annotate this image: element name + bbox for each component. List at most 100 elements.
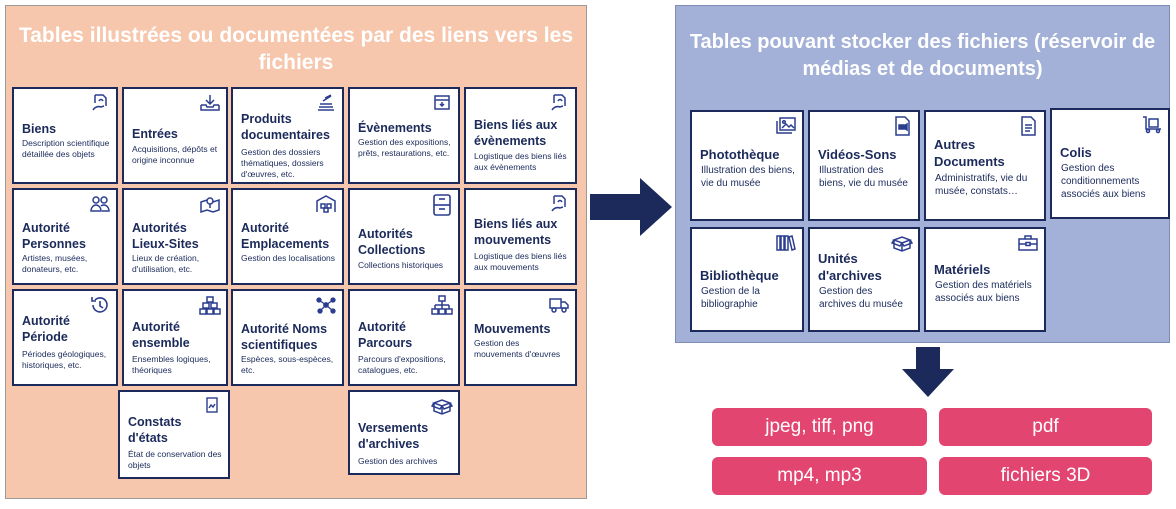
card-description: Gestion des mouvements d'œuvres — [474, 338, 561, 359]
card-colis: Colis Gestion des conditionnements assoc… — [1050, 108, 1170, 219]
card-title: Autorité Noms scientifiques — [241, 322, 328, 352]
right-arrow — [590, 178, 672, 236]
card-title: Bibliothèque — [700, 268, 779, 283]
card-description: Lieux de création, d'utilisation, etc. — [132, 253, 200, 274]
card-description: Illustration des biens, vie du musée — [819, 165, 908, 189]
card-description: Description scientifique détaillée des o… — [22, 138, 110, 159]
card-title: Autorité ensemble — [132, 320, 190, 350]
card-description: Gestion des conditionnements associés au… — [1061, 163, 1146, 200]
card-title: Unités d'archives — [818, 251, 882, 283]
card-description: Logistique des biens liés aux mouvements — [474, 251, 567, 272]
right-panel-title: Tables pouvant stocker des fichiers (rés… — [689, 31, 1156, 80]
card-autres-documents: Autres Documents Administratifs, vie du … — [924, 110, 1046, 221]
card-title: Vidéos-Sons — [818, 147, 897, 162]
stack-books-icon — [315, 93, 337, 113]
card-title: Photothèque — [700, 147, 780, 162]
photo-gallery-icon — [775, 116, 797, 136]
card-description: Gestion des localisations — [241, 253, 336, 263]
report-icon — [201, 396, 223, 416]
card-description: Artistes, musées, donateurs, etc. — [22, 253, 88, 274]
card-biens: Biens Description scientifique détaillée… — [12, 87, 118, 184]
card-description: Gestion des archives — [358, 456, 438, 466]
card-title: Colis — [1060, 145, 1092, 160]
card-constats-etats: Constats d'états État de conservation de… — [118, 390, 230, 479]
card-bibliotheque: Bibliothèque Gestion de la bibliographie — [690, 227, 804, 332]
delivery-truck-icon — [548, 295, 570, 315]
card-autorite-periode: Autorité Période Périodes géologiques, h… — [12, 289, 118, 386]
card-unites-archives: Unités d'archives Gestion des archives d… — [808, 227, 920, 332]
card-title: Versements d'archives — [358, 421, 429, 451]
card-title: Autres Documents — [934, 137, 1005, 169]
card-title: Autorités Lieux-Sites — [132, 221, 199, 251]
video-file-icon — [891, 116, 913, 136]
card-description: Acquisitions, dépôts et origine inconnue — [132, 144, 218, 165]
card-title: Matériels — [934, 262, 991, 277]
text-document-icon — [1017, 116, 1039, 136]
card-entrees: Entrées Acquisitions, dépôts et origine … — [122, 87, 228, 184]
document-hand-icon — [548, 194, 570, 214]
history-clock-icon — [89, 295, 111, 315]
card-videos-sons: Vidéos-Sons Illustration des biens, vie … — [808, 110, 920, 221]
card-versements-archives: Versements d'archives Gestion des archiv… — [348, 390, 460, 475]
format-pill-pdf: pdf — [939, 408, 1152, 446]
boxes-stack-icon — [199, 295, 221, 315]
card-title: Évènements — [358, 121, 432, 135]
card-description: Espèces, sous-espèces, etc. — [241, 354, 334, 375]
card-title: Autorité Période — [22, 314, 70, 344]
warehouse-icon — [315, 194, 337, 214]
card-title: Autorité Emplacements — [241, 221, 330, 251]
molecule-icon — [315, 295, 337, 315]
card-description: Illustration des biens, vie du musée — [701, 165, 795, 189]
left-panel-title: Tables illustrées ou documentées par des… — [18, 24, 573, 74]
document-hand-icon — [548, 93, 570, 113]
card-title: Biens — [22, 122, 57, 136]
card-title: Mouvements — [474, 322, 551, 336]
document-hand-icon — [89, 93, 111, 113]
card-description: Parcours d'expositions, catalogues, etc. — [358, 354, 446, 375]
card-materiels: Matériels Gestion des matériels associés… — [924, 227, 1046, 332]
cabinet-icon — [431, 194, 453, 218]
card-mouvements: Mouvements Gestion des mouvements d'œuvr… — [464, 289, 577, 386]
card-description: Administratifs, vie du musée, constats… — [935, 173, 1028, 197]
card-title: Produits documentaires — [241, 112, 330, 142]
card-biens-lies-evenements: Biens liés aux évènements Logistique des… — [464, 87, 577, 184]
card-phototheque: Photothèque Illustration des biens, vie … — [690, 110, 804, 221]
map-pin-icon — [199, 194, 221, 214]
archive-box-icon — [431, 93, 453, 113]
card-biens-lies-mouvements: Biens liés aux mouvements Logistique des… — [464, 188, 577, 285]
card-title: Constats d'états — [128, 415, 182, 445]
card-autorites-lieux-sites: Autorités Lieux-Sites Lieux de création,… — [122, 188, 228, 285]
card-description: Logistique des biens liés aux évènements — [474, 151, 567, 172]
card-title: Autorité Parcours — [358, 320, 413, 350]
trolley-box-icon — [1141, 114, 1163, 134]
card-produits-documentaires: Produits documentaires Gestion des dossi… — [231, 87, 344, 184]
hierarchy-icon — [431, 295, 453, 315]
card-description: Gestion des expositions, prêts, restaura… — [358, 137, 451, 158]
card-description: Gestion des dossiers thématiques, dossie… — [241, 147, 324, 179]
card-autorites-collections: Autorités Collections Collections histor… — [348, 188, 460, 285]
format-pill-audio-video: mp4, mp3 — [712, 457, 927, 495]
card-title: Biens liés aux mouvements — [474, 217, 558, 247]
card-autorite-personnes: Autorité Personnes Artistes, musées, don… — [12, 188, 118, 285]
card-title: Autorités Collections — [358, 227, 426, 257]
card-title: Entrées — [132, 127, 178, 141]
card-description: Périodes géologiques, historiques, etc. — [22, 349, 107, 370]
card-description: Gestion des archives du musée — [819, 286, 903, 310]
toolbox-icon — [1017, 233, 1039, 253]
card-description: État de conservation des objets — [128, 449, 222, 470]
people-icon — [89, 194, 111, 214]
down-arrow — [902, 347, 954, 397]
card-autorite-noms-scientifiques: Autorité Noms scientifiques Espèces, sou… — [231, 289, 344, 386]
card-title: Autorité Personnes — [22, 221, 86, 251]
card-description: Ensembles logiques, théoriques — [132, 354, 211, 375]
inbox-download-icon — [199, 93, 221, 113]
bookshelf-icon — [775, 233, 797, 253]
format-pill-images: jpeg, tiff, png — [712, 408, 927, 446]
card-description: Collections historiques — [358, 260, 444, 270]
card-description: Gestion de la bibliographie — [701, 286, 760, 310]
card-description: Gestion des matériels associés aux biens — [935, 280, 1032, 304]
format-pill-3d: fichiers 3D — [939, 457, 1152, 495]
card-title: Biens liés aux évènements — [474, 118, 558, 148]
card-autorite-emplacements: Autorité Emplacements Gestion des locali… — [231, 188, 344, 285]
card-evenements: Évènements Gestion des expositions, prêt… — [348, 87, 460, 184]
